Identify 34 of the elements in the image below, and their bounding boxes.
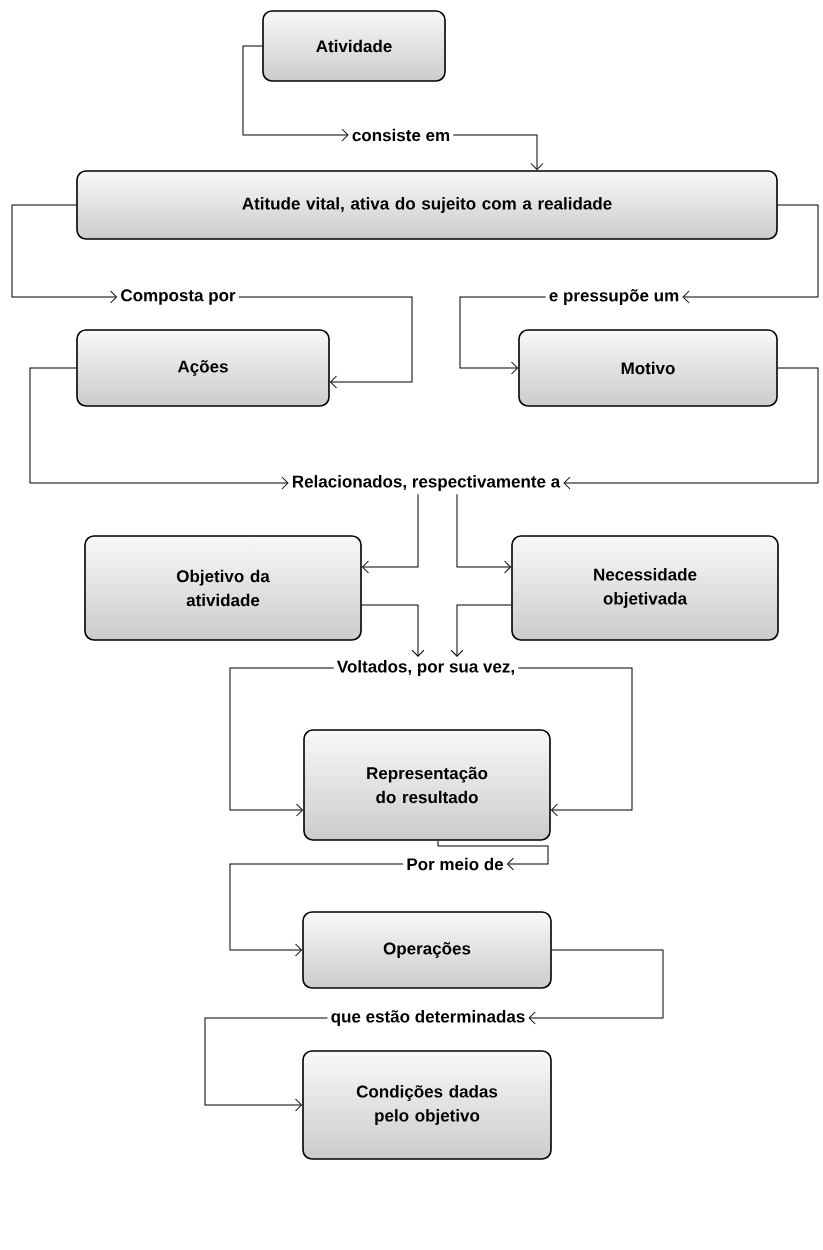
process-box: Necessidade objetivada: [511, 535, 779, 641]
process-box: Ações: [76, 329, 330, 407]
connector-text: e pressupõe um: [549, 289, 679, 305]
arrow: [11, 204, 117, 304]
connector-text: Voltados, por sua vez,: [337, 660, 514, 676]
connector-text: que estão determinadas: [331, 1010, 525, 1026]
process-box: Condições dadas pelo objetivo: [302, 1050, 552, 1160]
arrow: [517, 667, 633, 817]
connector-text: Composta por: [121, 289, 236, 305]
arrow: [238, 296, 413, 389]
process-box: Motivo: [518, 329, 778, 407]
arrow: [204, 1017, 328, 1112]
process-box: Atividade: [262, 10, 446, 82]
connector-text: Relacionados, respectivamente a: [293, 475, 561, 491]
process-box: Objetivo da atividade: [84, 535, 362, 641]
process-box: Atitude vital, ativa do sujeito com a realidade: [76, 170, 778, 240]
arrow: [242, 45, 349, 142]
process-box: Operações: [302, 911, 552, 989]
connector-text: consiste em: [352, 128, 450, 142]
process-box: Representação do resultado: [303, 729, 551, 841]
arrow: [229, 667, 335, 817]
arrow: [682, 204, 819, 304]
arrow: [450, 604, 512, 657]
arrow: [437, 840, 549, 871]
arrow: [229, 863, 404, 957]
arrow: [563, 367, 819, 490]
arrow: [528, 949, 664, 1025]
arrow: [456, 493, 511, 574]
arrow: [29, 367, 289, 490]
arrow: [452, 134, 544, 170]
connector-text: Por meio de: [407, 857, 504, 871]
arrow: [459, 296, 547, 375]
arrow: [362, 493, 419, 574]
arrow: [361, 604, 425, 657]
